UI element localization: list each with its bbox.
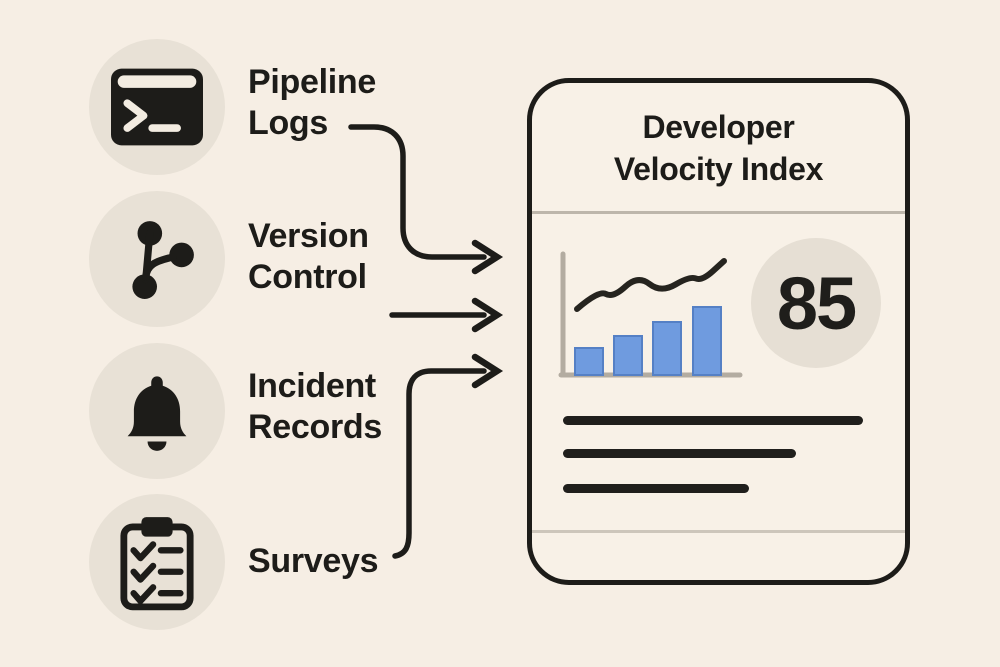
chart-bars [574, 306, 722, 376]
score-value: 85 [776, 261, 857, 345]
git-branch-icon [132, 221, 194, 299]
chart-trend-line [574, 258, 727, 312]
arrowhead-pipeline-logs [471, 239, 504, 275]
source-label-incident-records: Incident Records [248, 367, 382, 446]
chart-bar [652, 321, 682, 376]
text-placeholder-line [563, 416, 863, 425]
source-icon-circle-version-control [89, 191, 225, 327]
card-title: Developer Velocity Index [532, 107, 905, 190]
card-title-divider [532, 211, 905, 214]
developer-velocity-index-card: Developer Velocity Index 85 [527, 78, 910, 585]
score-badge: 85 [751, 238, 881, 368]
source-label-version-control: Version Control [248, 217, 369, 296]
velocity-mini-chart [558, 251, 743, 378]
source-label-surveys: Surveys [248, 542, 379, 580]
chart-bar [574, 347, 604, 376]
bell-icon [127, 376, 187, 451]
card-footer-divider [532, 530, 905, 533]
arrowhead-version-control [471, 297, 504, 333]
chart-bar [613, 335, 643, 376]
clipboard-checklist-icon [120, 517, 194, 611]
source-label-pipeline-logs: Pipeline Logs [248, 63, 376, 142]
chart-bar [692, 306, 722, 376]
arrowhead-surveys [471, 353, 504, 389]
source-icon-circle-pipeline-logs [89, 39, 225, 175]
source-icon-circle-surveys [89, 494, 225, 630]
text-placeholder-line [563, 449, 796, 458]
terminal-icon [111, 68, 203, 146]
card-title-text: Developer Velocity Index [613, 109, 824, 187]
text-placeholder-line [563, 484, 749, 493]
source-icon-circle-incident-records [89, 343, 225, 479]
